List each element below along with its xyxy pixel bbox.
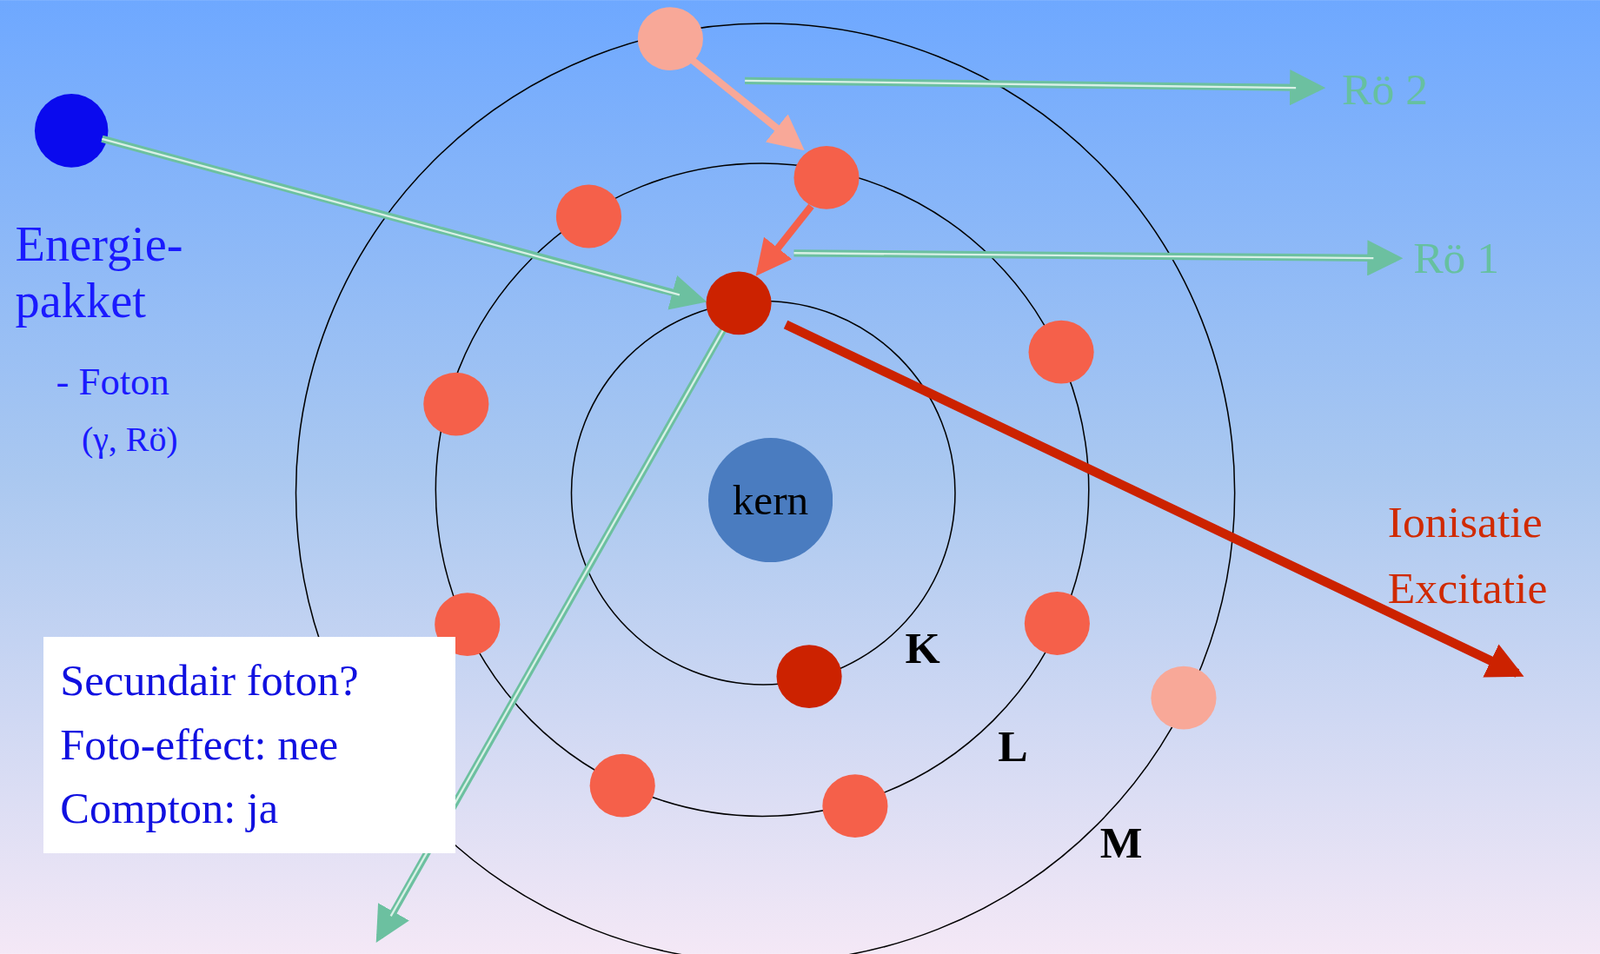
transition-arrow — [760, 205, 812, 271]
excitation-label: Excitatie — [1387, 562, 1548, 614]
note-line: Secundair foton? — [59, 649, 359, 713]
electron — [1024, 591, 1090, 656]
shell-label: M — [1100, 816, 1143, 869]
xray-arrow — [793, 252, 1396, 259]
xray-label: Rö 1 — [1413, 232, 1500, 284]
shell-label: L — [997, 720, 1028, 772]
electron — [822, 774, 888, 838]
k-electron — [776, 644, 842, 709]
nucleus-circle: kern — [708, 438, 833, 563]
electron — [556, 185, 622, 249]
photon-arrow — [101, 139, 700, 301]
nucleus-label: kern — [732, 469, 810, 532]
transition-arrow — [689, 57, 800, 147]
ionisation-label: Ionisatie — [1387, 496, 1543, 548]
note-line: Compton: ja — [59, 776, 279, 841]
electron — [423, 372, 489, 437]
nucleus-fill — [708, 438, 833, 563]
energy-packet-label: Energie- pakket — [15, 216, 220, 330]
photon-type-label: (γ, Rö) — [81, 419, 179, 460]
xray-arrow — [744, 80, 1319, 88]
m-electron — [1150, 666, 1216, 731]
l-shell — [435, 163, 1089, 817]
photon-dot — [34, 93, 109, 168]
electron — [793, 146, 859, 210]
note-box: Secundair foton?Foto-effect: neeCompton:… — [43, 637, 455, 854]
note-line: Foto-effect: nee — [59, 713, 339, 777]
electron — [1029, 320, 1095, 385]
electron — [590, 754, 656, 818]
photon-label: - Foton — [56, 359, 170, 405]
photon-arrow-inner — [101, 139, 680, 296]
k-electron — [705, 271, 771, 335]
l-electrons — [423, 146, 1094, 838]
shell-label: K — [904, 622, 940, 674]
xray-label: Rö 2 — [1341, 63, 1428, 115]
xray-arrow-inner — [793, 252, 1374, 259]
xray-arrow-inner — [744, 80, 1296, 88]
